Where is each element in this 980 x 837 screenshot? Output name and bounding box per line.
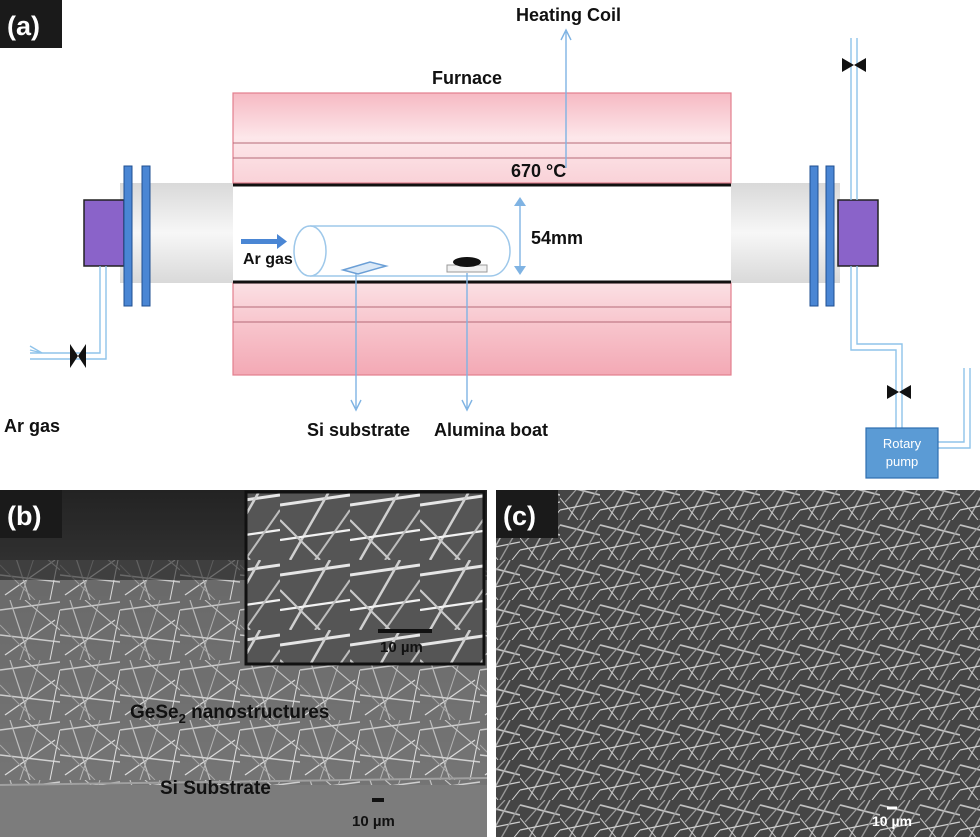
temperature-label: 670 °C	[511, 161, 566, 181]
panel-b: (b) 10 µm GeSe2 nanostructures Si Substr…	[0, 490, 488, 837]
right-end-cap	[837, 199, 879, 267]
tube-diameter-label: 54mm	[531, 228, 583, 248]
heating-coil-pointer	[560, 28, 572, 168]
sem-b-scale-label: 10 µm	[352, 813, 395, 830]
pump-line	[850, 266, 903, 428]
panel-a: (a) Ar gas	[0, 0, 971, 479]
tube-diameter-indicator	[514, 197, 526, 275]
sem-b-substrate-band	[0, 785, 487, 837]
left-flange-2	[141, 165, 151, 307]
left-valve	[70, 344, 86, 368]
left-flange-assembly	[83, 165, 151, 307]
gese2-label-main: GeSe	[130, 702, 179, 723]
alumina-boat-pointer	[461, 273, 473, 412]
left-end-cap	[83, 199, 125, 267]
right-flange-2	[825, 165, 835, 307]
panel-b-tag-box	[0, 490, 62, 538]
furnace-label: Furnace	[432, 68, 502, 88]
alumina-boat-label: Alumina boat	[434, 420, 548, 440]
furnace-bottom	[232, 282, 732, 376]
inner-ar-gas-arrow	[241, 234, 287, 249]
panel-c: (c) 10 µm	[496, 490, 980, 837]
panel-b-tag: (b)	[7, 501, 41, 531]
gese2-label-rest: nanostructures	[186, 702, 330, 723]
si-substrate-label: Si substrate	[307, 420, 410, 440]
gese2-label-sub: 2	[179, 711, 186, 726]
sem-c-image	[496, 490, 980, 837]
rotary-pump-label-2: pump	[886, 454, 919, 469]
si-substrate-sem-label: Si Substrate	[160, 778, 271, 799]
panel-c-tag-box	[496, 490, 558, 538]
right-flange-1	[809, 165, 819, 307]
si-substrate-pointer	[350, 274, 362, 412]
right-vent-line	[850, 38, 858, 200]
panel-c-tag: (c)	[503, 501, 536, 531]
left-inlet-arrowhead	[29, 345, 43, 354]
rotary-pump-label-1: Rotary	[883, 436, 922, 451]
gese2-label: GeSe2 nanostructures	[130, 702, 329, 726]
alumina-boat	[446, 257, 488, 273]
panel-a-tag: (a)	[7, 11, 40, 41]
outer-ar-gas-label: Ar gas	[4, 416, 60, 436]
left-gas-line	[30, 266, 107, 360]
si-substrate-piece	[340, 261, 389, 275]
panel-a-tag-box	[0, 0, 62, 48]
inner-tube	[293, 225, 511, 277]
inset-scale-label: 10 µm	[380, 639, 423, 656]
sem-b-inset: 10 µm	[244, 490, 486, 666]
right-flange-assembly	[809, 165, 879, 307]
right-top-valve	[842, 58, 866, 72]
sem-c-scale-label: 10 µm	[872, 813, 912, 829]
pump-exhaust-line	[936, 368, 971, 449]
furnace-top	[232, 92, 732, 184]
pump-valve	[887, 385, 911, 399]
heating-coil-label: Heating Coil	[516, 5, 621, 25]
inner-ar-gas-label: Ar gas	[243, 251, 293, 268]
rotary-pump: Rotary pump	[865, 427, 939, 479]
left-flange-1	[123, 165, 133, 307]
